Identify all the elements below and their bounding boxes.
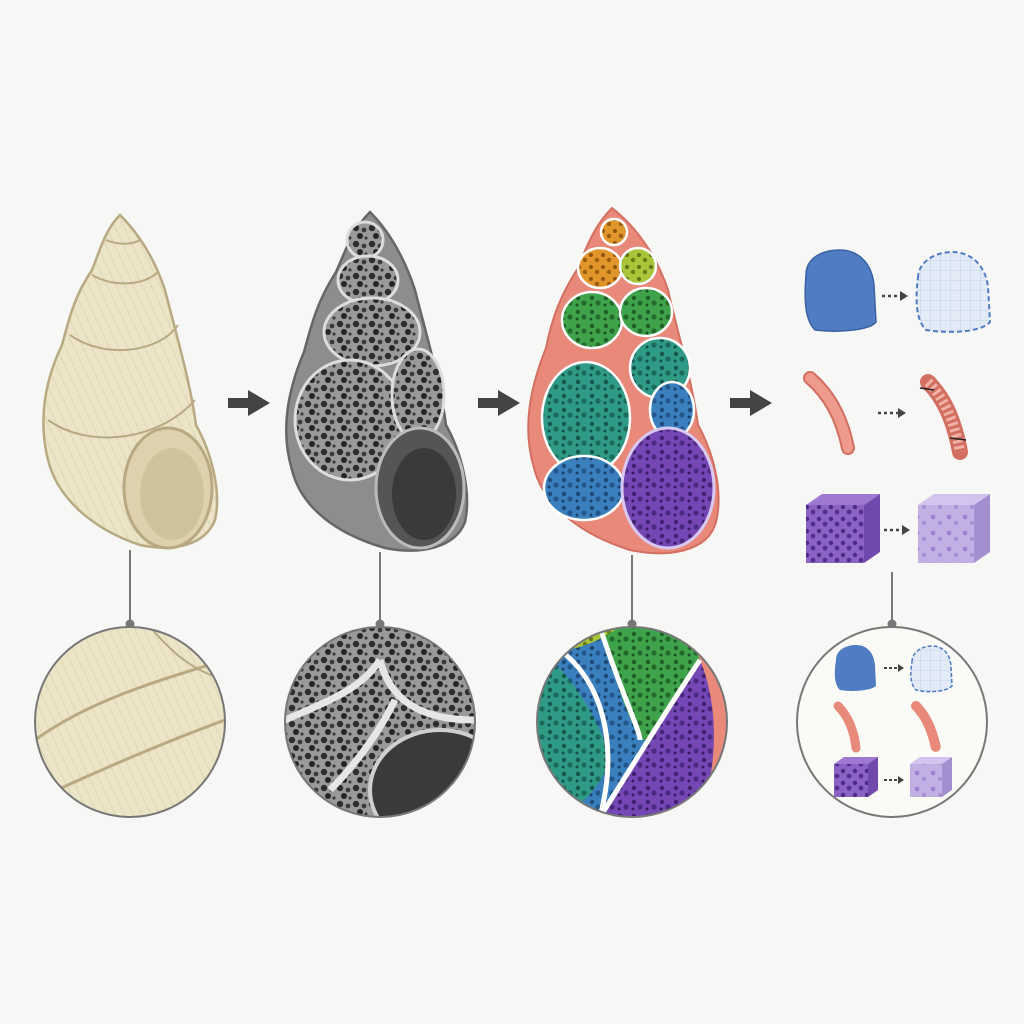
solid-cube-top [918,494,990,505]
zoom-material-conversion [796,626,988,818]
arrow-head [898,664,904,672]
mini-salmon-mesh [911,701,941,753]
magnifier-connector-icon [375,552,385,629]
arrow-head [898,408,906,418]
zoom-shell-ct-scan [284,626,476,818]
shell-aperture-inner [140,448,204,540]
arrow-right-icon [228,390,270,416]
arrow-right-icon [478,390,520,416]
arrow-head [898,776,904,784]
arrow-right-icon [730,390,772,416]
mini-porous-cube-top [834,757,878,764]
seg-aperture-purple [620,426,716,550]
scan-aperture-inner [392,448,456,540]
material-row-purple [806,494,990,563]
material-row-blue [804,249,992,333]
shell-whorl-4 [47,399,196,439]
scan-chamber-1 [345,220,385,260]
seg-chamber-green-left [560,290,624,350]
porous-cube-top [806,494,880,505]
shell-whorl-3 [69,324,179,352]
material-row-salmon [803,371,968,460]
mini-blue-solid-block [834,645,876,691]
mini-solid-cube-side [942,757,952,797]
stage-arrows [228,390,772,416]
shell-whorl-1 [105,239,141,245]
salmon-wall-strip-fill [805,373,853,453]
constraint-arrows [919,387,967,441]
seg-chamber-blue [542,454,626,522]
zoom-shell-segmented [536,626,728,818]
mini-solid-cube-top [910,757,952,764]
seg-chamber-orange [576,246,624,290]
shell-ct-scan [284,210,469,552]
porous-cube-front [806,505,864,563]
arrow-head [900,291,908,301]
shell-whorl-2 [91,271,159,285]
salmon-wall-mesh-grid [924,378,965,453]
seg-chamber-lime [618,246,658,286]
blue-solid-block [804,249,877,332]
magnifier-connectors [125,550,897,629]
solid-cube-front [918,505,974,563]
mini-blue-mesh-block [910,645,953,693]
seg-chamber-apex [599,217,629,247]
seg-chamber-green-right [618,286,674,338]
shell-original [42,213,219,550]
porous-cube-side [864,494,880,563]
zoom-shell-original [34,626,226,818]
magnifier-connector-icon [125,550,135,629]
arrow-head [902,525,910,535]
magnifier-connector-icon [627,555,637,629]
mini-salmon-strip [833,701,861,753]
mini-porous-cube-front [834,764,868,797]
material-conversion [803,249,992,563]
mini-solid-cube-front [910,764,942,797]
solid-cube-side [974,494,990,563]
magnifier-connector-icon [887,572,897,629]
shell-segmented [527,206,720,555]
mini-porous-cube-side [868,757,878,797]
blue-mesh-block [915,250,992,333]
